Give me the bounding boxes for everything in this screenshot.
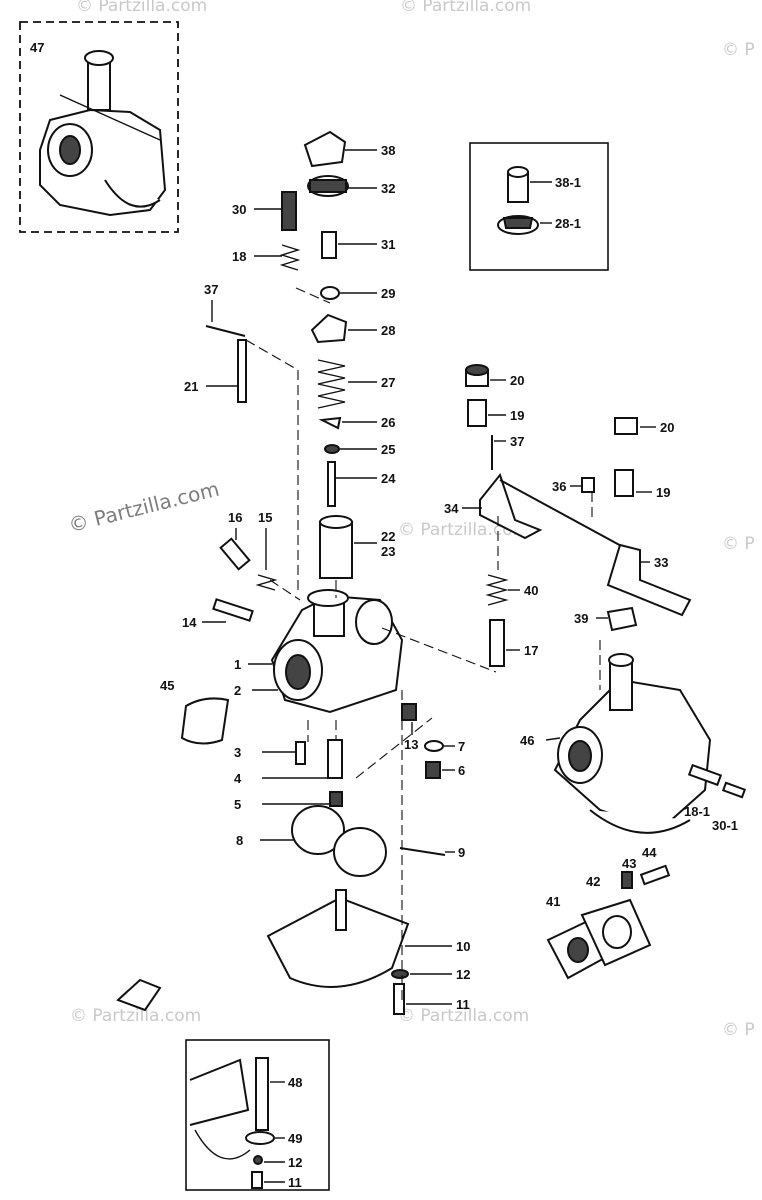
watermark: © Partzilla.com [76,0,208,16]
callout-17: 17 [524,643,538,658]
callout-21: 21 [184,379,198,394]
callout-6: 6 [458,763,465,778]
alignment-lines [245,287,601,1000]
callout-19b: 19 [656,485,670,500]
callout-12b: 12 [288,1155,302,1170]
callout-40: 40 [524,583,538,598]
callout-14: 14 [182,615,197,630]
callout-29: 29 [381,286,395,301]
callout-2: 2 [234,683,241,698]
callout-39: 39 [574,611,588,626]
callout-13: 13 [404,737,418,752]
callout-36: 36 [552,479,566,494]
callout-11: 11 [456,997,470,1012]
callout-8: 8 [236,833,243,848]
callout-9: 9 [458,845,465,860]
callout-16: 16 [228,510,242,525]
watermark: © Partzilla.com [398,1006,530,1026]
callout-27: 27 [381,375,395,390]
callout-32: 32 [381,181,395,196]
watermark: © Partzilla.com [398,520,530,540]
watermark: © P [722,40,755,60]
callout-18: 18 [232,249,246,264]
callout-47: 47 [30,40,44,55]
callout-20: 20 [510,373,524,388]
watermark: © P [722,1020,755,1040]
callout-34: 34 [444,501,459,516]
callout-19: 19 [510,408,524,423]
callout-10: 10 [456,939,470,954]
inset-detail-48 [185,1039,330,1191]
callout-37b: 37 [510,434,524,449]
callout-44: 44 [642,845,657,860]
callout-11b: 11 [288,1175,302,1190]
callout-22: 22 [381,529,395,544]
callout-30: 30 [232,202,246,217]
watermark: © Partzilla.com [70,1006,202,1026]
callout-1: 1 [234,657,241,672]
callout-3: 3 [234,745,241,760]
assembled-carburetor [545,653,747,980]
callout-46: 46 [520,733,534,748]
watermark: © Partzilla.com [400,0,532,16]
callout-28-1: 28-1 [555,216,581,231]
front-arrow-icon [116,978,162,1012]
watermark: © P [722,534,755,554]
callout-37: 37 [204,282,218,297]
central-stack [202,130,377,623]
callout-labels: 38 32 30 31 18 37 29 28 21 27 26 25 24 1… [30,40,738,1190]
inset-detail-47 [19,21,179,233]
callout-49: 49 [288,1131,302,1146]
callout-33: 33 [654,555,668,570]
callout-45: 45 [160,678,174,693]
callout-48: 48 [288,1075,302,1090]
callout-12: 12 [456,967,470,982]
callout-20b: 20 [660,420,674,435]
callout-38-1: 38-1 [555,175,581,190]
callout-7: 7 [458,739,465,754]
callout-24: 24 [381,471,396,486]
callout-43: 43 [622,856,636,871]
callout-38: 38 [381,143,395,158]
callout-26: 26 [381,415,395,430]
callout-42: 42 [586,874,600,889]
carburetor-body [180,589,455,1015]
callout-5: 5 [234,797,241,812]
callout-4: 4 [234,771,242,786]
throttle-lever-assembly [462,364,692,667]
callout-41: 41 [546,894,560,909]
callout-25: 25 [381,442,395,457]
callout-31: 31 [381,237,395,252]
callout-15: 15 [258,510,272,525]
callout-30-1: 30-1 [712,818,738,833]
callout-23: 23 [381,544,395,559]
callout-18-1: 18-1 [684,804,710,819]
callout-28: 28 [381,323,395,338]
inset-detail-38-1 [469,142,609,271]
